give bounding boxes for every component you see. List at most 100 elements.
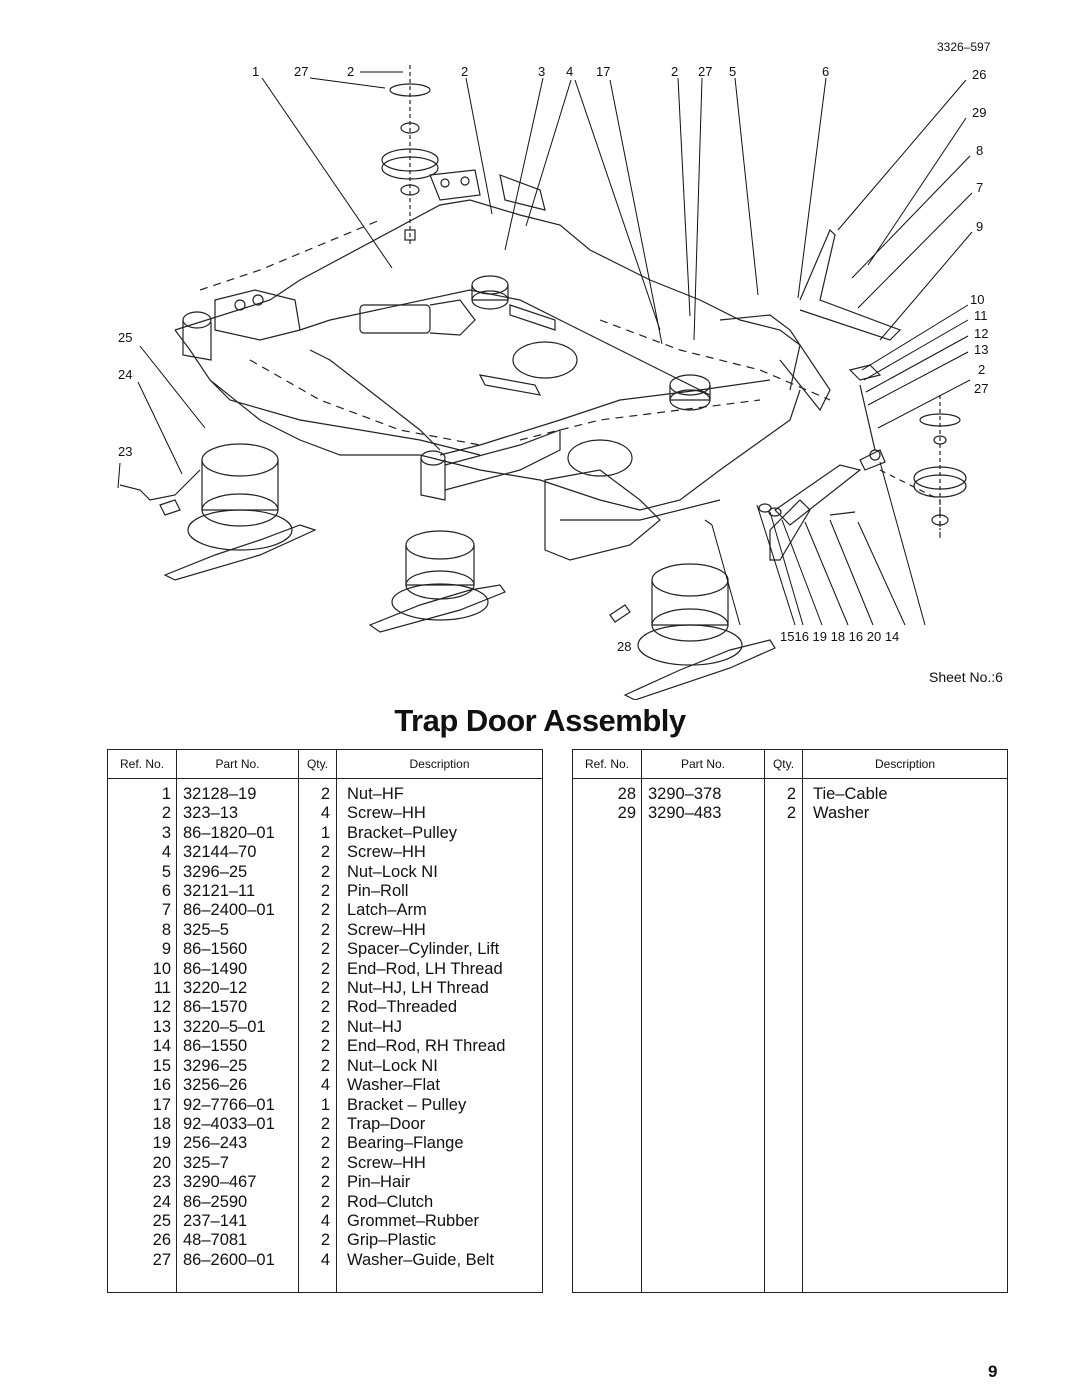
quantity-cell: 2: [298, 1114, 337, 1135]
part-number-cell: 86–1560: [176, 940, 299, 960]
part-number-cell: 48–7081: [176, 1231, 299, 1251]
callout-right-9: 13: [974, 342, 988, 357]
part-number-cell: 3290–483: [641, 804, 765, 824]
empty-cell: [336, 1270, 543, 1293]
quantity-cell: 2: [298, 1231, 337, 1251]
quantity-cell: 2: [298, 882, 337, 902]
callout-right-8: 12: [974, 326, 988, 341]
quantity-cell: 2: [298, 998, 337, 1018]
quantity-cell: 2: [298, 1056, 337, 1077]
quantity-cell: 2: [298, 1017, 337, 1038]
description-cell: Pin–Hair: [336, 1173, 543, 1193]
description-cell: Bracket – Pulley: [336, 1095, 543, 1115]
ref-cell: 9: [107, 940, 177, 960]
col-header-desc: Description: [802, 749, 1008, 779]
callout-top-10: 5: [729, 64, 736, 79]
description-cell: Nut–HJ, LH Thread: [336, 979, 543, 999]
description-cell: Bracket–Pulley: [336, 823, 543, 844]
description-cell: Nut–HJ: [336, 1017, 543, 1038]
callout-top-6: 4: [566, 64, 573, 79]
empty-cell: [802, 823, 1008, 1293]
page-number: 9: [988, 1362, 998, 1381]
quantity-cell: 2: [298, 920, 337, 941]
part-number-cell: 86–2400–01: [176, 901, 299, 921]
ref-cell: 15: [107, 1056, 177, 1077]
callout-right-10: 2: [978, 362, 985, 377]
callout-top-9: 27: [698, 64, 712, 79]
part-number-cell: 86–2590: [176, 1192, 299, 1212]
part-number-cell: 86–1550: [176, 1037, 299, 1057]
spindle-center: [368, 530, 506, 633]
callout-right-11: 27: [974, 381, 988, 396]
leader-lines: [117, 71, 973, 626]
callout-right-5: 9: [976, 219, 983, 234]
description-cell: Washer–Flat: [336, 1076, 543, 1096]
part-number-cell: 3220–5–01: [176, 1017, 299, 1038]
quantity-cell: 1: [298, 823, 337, 844]
part-number-cell: 86–1490: [176, 959, 299, 980]
part-number-cell: 3256–26: [176, 1076, 299, 1096]
empty-cell: [176, 1270, 299, 1293]
part-number-cell: 3290–378: [641, 778, 765, 805]
page-title: Trap Door Assembly: [394, 703, 686, 738]
ref-cell: 13: [107, 1017, 177, 1038]
part-number-cell: 323–13: [176, 804, 299, 824]
description-cell: Trap–Door: [336, 1114, 543, 1135]
ref-cell: 24: [107, 1192, 177, 1212]
table-filler-row: [572, 823, 1008, 1293]
description-cell: Tie–Cable: [802, 778, 1008, 805]
ref-cell: 5: [107, 862, 177, 883]
description-cell: Screw–HH: [336, 804, 543, 824]
empty-cell: [641, 823, 765, 1293]
description-cell: Grommet–Rubber: [336, 1211, 543, 1232]
col-header-part: Part No.: [641, 749, 765, 779]
part-number-cell: 32128–19: [176, 778, 299, 805]
description-cell: Washer: [802, 804, 1008, 824]
description-cell: Screw–HH: [336, 920, 543, 941]
quantity-cell: 4: [298, 804, 337, 824]
col-header-desc: Description: [336, 749, 543, 779]
spindle-left: [163, 443, 317, 581]
quantity-cell: 2: [298, 778, 337, 805]
quantity-cell: 2: [298, 1134, 337, 1154]
deck-drawing: [174, 169, 941, 561]
empty-cell: [298, 1270, 337, 1293]
quantity-cell: 4: [298, 1250, 337, 1271]
description-cell: Nut–HF: [336, 778, 543, 805]
empty-cell: [764, 823, 803, 1293]
exploded-parts-diagram: 1 27 2 2 3 4 17 2 27 5 6 26 29 8 7 9 10 …: [117, 64, 988, 700]
table-header-row: Ref. No. Part No. Qty. Description: [572, 749, 1008, 779]
ref-cell: 2: [107, 804, 177, 824]
callout-top-8: 2: [671, 64, 678, 79]
drawing-number: 3326–597: [937, 40, 991, 54]
quantity-cell: 2: [298, 901, 337, 921]
callout-top-4: 2: [461, 64, 468, 79]
callout-right-6: 10: [970, 292, 984, 307]
part-number-cell: 256–243: [176, 1134, 299, 1154]
description-cell: Bearing–Flange: [336, 1134, 543, 1154]
empty-cell: [107, 1270, 177, 1293]
description-cell: End–Rod, RH Thread: [336, 1037, 543, 1057]
ref-cell: 19: [107, 1134, 177, 1154]
empty-cell: [572, 823, 642, 1293]
part-number-cell: 237–141: [176, 1211, 299, 1232]
quantity-cell: 2: [298, 1173, 337, 1193]
description-cell: Rod–Clutch: [336, 1192, 543, 1212]
ref-cell: 25: [107, 1211, 177, 1232]
callout-right-4: 7: [976, 180, 983, 195]
part-number-cell: 3220–12: [176, 979, 299, 999]
callout-top-3: 2: [347, 64, 354, 79]
callout-bottom-2: 1516 19 18 16 20 14: [780, 629, 899, 644]
